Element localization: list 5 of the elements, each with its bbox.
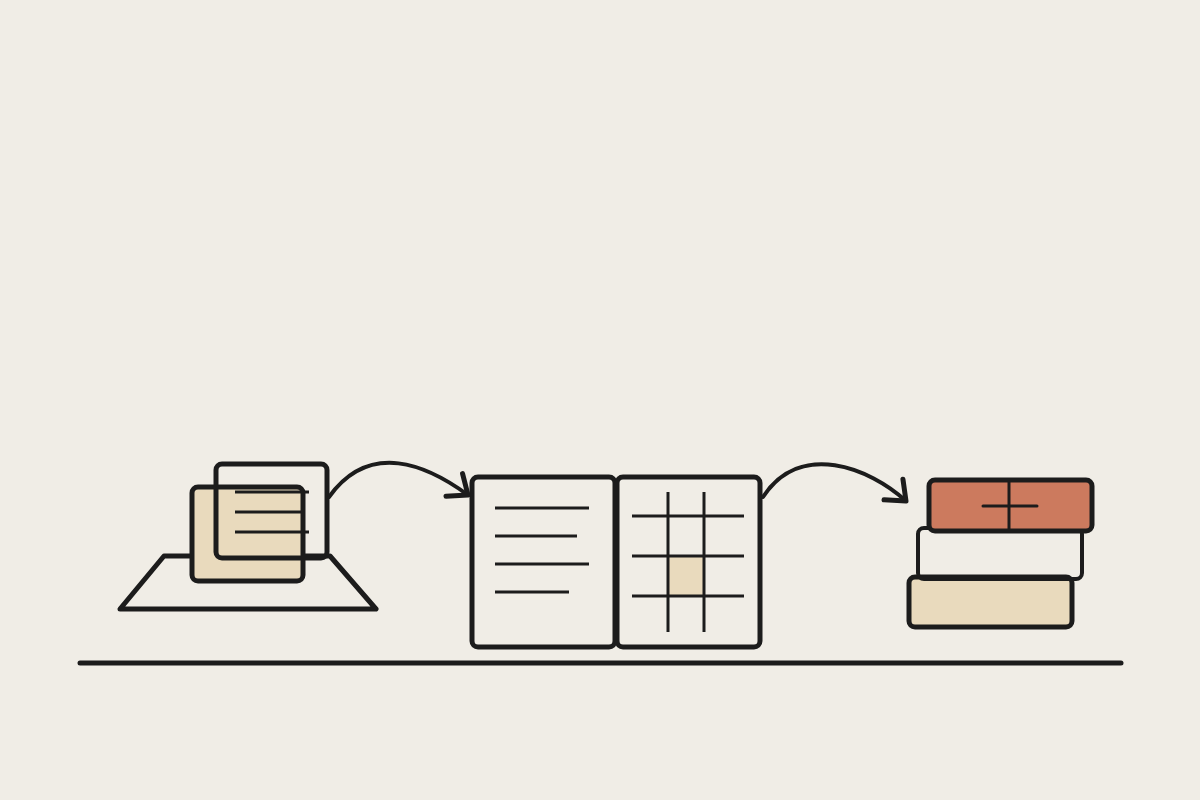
curved-arrow [327,460,471,500]
curved-arrow [761,462,909,504]
open-notebook-drawing [469,474,763,650]
book-stack-drawing [906,477,1095,630]
papers-on-tray-drawing [117,461,379,612]
